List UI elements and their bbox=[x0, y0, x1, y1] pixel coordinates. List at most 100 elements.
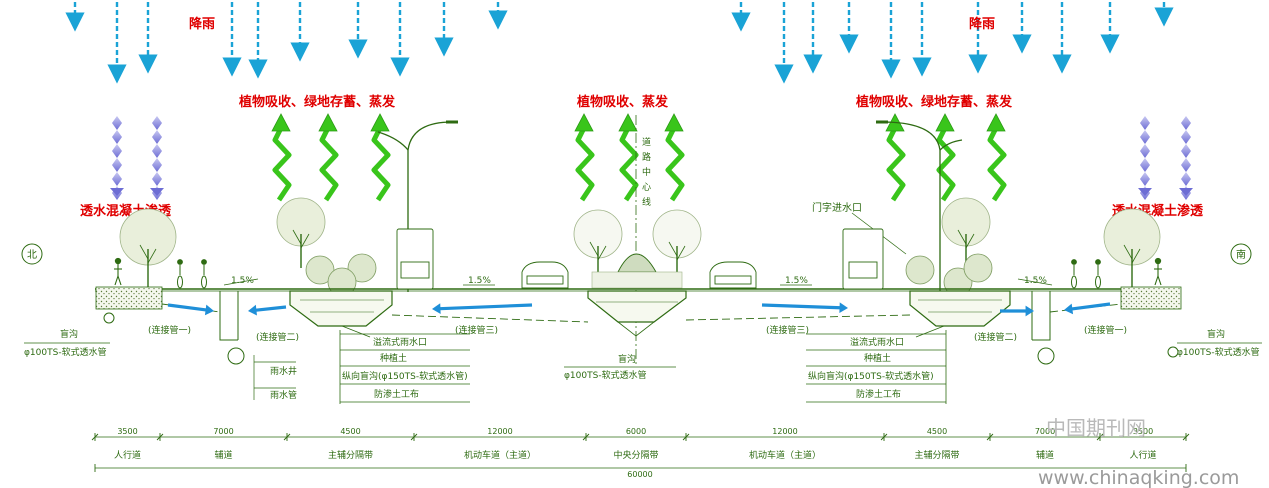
infiltration-markers bbox=[110, 116, 1193, 200]
dimension-width: 4500 bbox=[927, 427, 947, 436]
central-median-planter bbox=[587, 290, 687, 323]
dimension-width: 6000 bbox=[626, 427, 646, 436]
evaporation-arrow bbox=[318, 113, 339, 202]
shrub bbox=[963, 253, 993, 283]
permeable-pavement-left bbox=[95, 286, 163, 310]
dimension-name: 主辅分隔带 bbox=[328, 449, 373, 461]
pedestrians-and-cyclists bbox=[114, 257, 1162, 289]
road-center-char: 道 bbox=[642, 136, 651, 148]
infiltration-marker bbox=[1179, 116, 1193, 200]
runoff-flow-arrows bbox=[167, 302, 1111, 317]
south-marker bbox=[1230, 243, 1252, 265]
conn3-left: (连接管三) bbox=[455, 324, 498, 336]
dimension-name: 机动车道（主道） bbox=[749, 449, 821, 461]
slope-label-4: 1.5% bbox=[1024, 276, 1047, 286]
slope-underlines bbox=[223, 278, 1053, 286]
dimension-width: 7000 bbox=[213, 427, 233, 436]
dimension-width: 12000 bbox=[487, 427, 512, 436]
dimension-width: 12000 bbox=[772, 427, 797, 436]
conn1-right: (连接管一) bbox=[1084, 324, 1127, 336]
road-center-char: 心 bbox=[642, 182, 651, 193]
evaporation-arrow bbox=[271, 113, 292, 202]
cyclist bbox=[1095, 259, 1101, 289]
blind-ditch-right: 盲沟 bbox=[1207, 328, 1225, 340]
north-marker bbox=[21, 243, 43, 265]
dimension-labels: 3500 人行道 7000 辅道 4500 主辅分隔带 12000 机动车道（主道） 6000 中… bbox=[91, 427, 1190, 479]
dimension-lines bbox=[95, 436, 1186, 469]
conn2-right: (连接管二) bbox=[974, 331, 1017, 343]
cyclist bbox=[1071, 259, 1077, 289]
slope-label-3: 1.5% bbox=[785, 276, 808, 286]
tree bbox=[652, 209, 702, 280]
tree bbox=[119, 208, 177, 287]
overflow-label-left: 溢流式雨水口 bbox=[373, 336, 427, 348]
curb-channels bbox=[219, 291, 1051, 341]
soil-label-left: 种植土 bbox=[380, 352, 407, 364]
inlet-label-right: 门字进水口 bbox=[812, 201, 862, 214]
tree bbox=[573, 209, 623, 280]
dimension-width: 4500 bbox=[340, 427, 360, 436]
conn1-left: (连接管一) bbox=[148, 324, 191, 336]
median-shrub bbox=[617, 253, 657, 273]
median-hedge bbox=[591, 271, 683, 289]
shrub bbox=[347, 253, 377, 283]
absorb-label-left: 植物吸收、绿地存蓄、蒸发 bbox=[238, 94, 396, 110]
evaporation-arrow bbox=[370, 113, 391, 202]
dimension-name: 辅道 bbox=[1036, 449, 1054, 461]
evaporation-arrows bbox=[271, 113, 1007, 202]
slope-label-2: 1.5% bbox=[468, 276, 491, 286]
soil-label-right: 种植土 bbox=[864, 352, 891, 364]
dimension-name: 人行道 bbox=[114, 449, 141, 461]
evaporation-arrow bbox=[574, 113, 595, 202]
conn2-left: (连接管二) bbox=[256, 331, 299, 343]
bioretention-planter-left bbox=[289, 290, 393, 327]
evaporation-arrow bbox=[986, 113, 1007, 202]
trees bbox=[119, 197, 1161, 297]
absorb-label-center: 植物吸收、蒸发 bbox=[576, 94, 669, 110]
dimension-name: 中央分隔带 bbox=[613, 449, 658, 461]
legend-table-left bbox=[339, 325, 470, 404]
infiltration-marker bbox=[1138, 116, 1152, 200]
legend-table-right bbox=[806, 325, 947, 404]
road-center-char: 路 bbox=[642, 151, 651, 163]
rain-pipe-label: 雨水管 bbox=[270, 389, 297, 401]
road-center-char: 中 bbox=[642, 166, 651, 178]
flow-arrow bbox=[167, 303, 214, 316]
shrub bbox=[905, 255, 935, 285]
long-ditch-label-right: 纵向盲沟(φ150TS-软式透水管) bbox=[808, 370, 934, 382]
flow-arrow bbox=[432, 303, 533, 315]
long-ditch-label-left: 纵向盲沟(φ150TS-软式透水管) bbox=[342, 370, 468, 382]
rain-label-right: 降雨 bbox=[969, 16, 995, 32]
north-label: 北 bbox=[27, 249, 37, 261]
tree bbox=[276, 197, 326, 268]
dimension-width: 7000 bbox=[1035, 427, 1055, 436]
dimension-width: 3500 bbox=[117, 427, 137, 436]
dimension-name: 主辅分隔带 bbox=[914, 449, 959, 461]
dimension-name: 辅道 bbox=[214, 449, 232, 461]
dimension-name: 机动车道（主道） bbox=[464, 449, 536, 461]
tree bbox=[941, 197, 991, 268]
conn3-right: (连接管三) bbox=[766, 324, 809, 336]
blind-pipe-center: φ100TS-软式透水管 bbox=[564, 369, 647, 381]
bioretention-planter-right bbox=[909, 290, 1011, 327]
permeable-pavement-right bbox=[1120, 286, 1182, 310]
south-label: 南 bbox=[1236, 248, 1246, 261]
flow-arrow bbox=[248, 304, 287, 316]
infiltration-marker bbox=[150, 116, 164, 200]
flow-arrow bbox=[761, 302, 848, 314]
cyclist bbox=[177, 259, 183, 289]
blind-ditch-left: 盲沟 bbox=[60, 328, 78, 340]
tree bbox=[1103, 208, 1161, 287]
road-center-char: 线 bbox=[642, 196, 651, 208]
flow-arrow bbox=[1064, 302, 1111, 315]
evaporation-arrow bbox=[885, 113, 906, 202]
rainfall-arrows bbox=[65, 2, 1174, 84]
rain-well-label: 雨水井 bbox=[270, 365, 297, 377]
watermark-url: www.chinaqking.com bbox=[1038, 467, 1239, 488]
geotextile-label-left: 防渗土工布 bbox=[374, 388, 419, 400]
pedestrian bbox=[1154, 257, 1162, 286]
dimension-name: 人行道 bbox=[1129, 449, 1156, 461]
dimension-width: 3500 bbox=[1133, 427, 1153, 436]
